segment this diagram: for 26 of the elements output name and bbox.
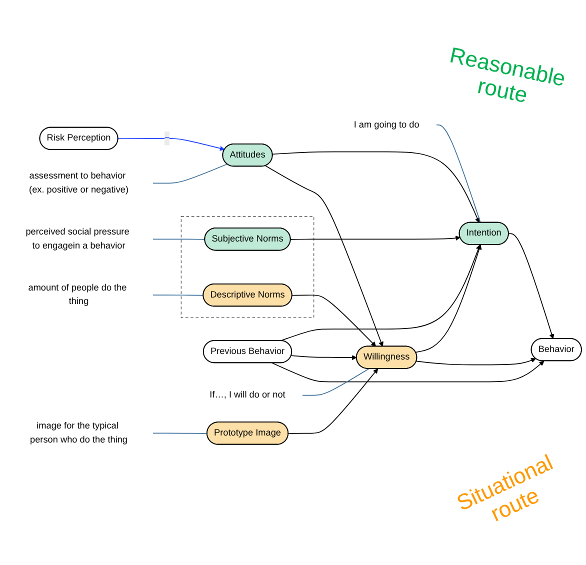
arrow	[292, 294, 376, 347]
arrow	[272, 360, 544, 382]
edge-label: −	[164, 133, 170, 143]
node-text: image for the typical person who do the thing	[30, 421, 128, 445]
node-text: amount of people do the thing	[28, 283, 127, 306]
arrow	[415, 244, 482, 353]
arrow	[416, 358, 536, 366]
arrow	[290, 355, 357, 360]
arrow	[265, 165, 384, 347]
connector	[152, 238, 206, 240]
arrow	[118, 138, 225, 151]
connector	[152, 164, 228, 184]
arrow	[272, 151, 480, 223]
arrow	[508, 233, 554, 339]
node-text: If…, I will do or not	[210, 390, 286, 400]
arrow	[280, 244, 481, 342]
arrow	[288, 368, 378, 434]
connector	[152, 432, 208, 434]
cluster	[180, 216, 314, 318]
node-text: I am going to do	[354, 120, 420, 130]
connector	[302, 368, 370, 396]
connector	[436, 124, 481, 223]
node-text: perceived social pressure to engagein a behavior	[26, 227, 130, 251]
connector	[152, 294, 204, 296]
arrow	[290, 236, 460, 241]
node-text: assessment to behavior (ex. positive or negative)	[29, 171, 129, 195]
